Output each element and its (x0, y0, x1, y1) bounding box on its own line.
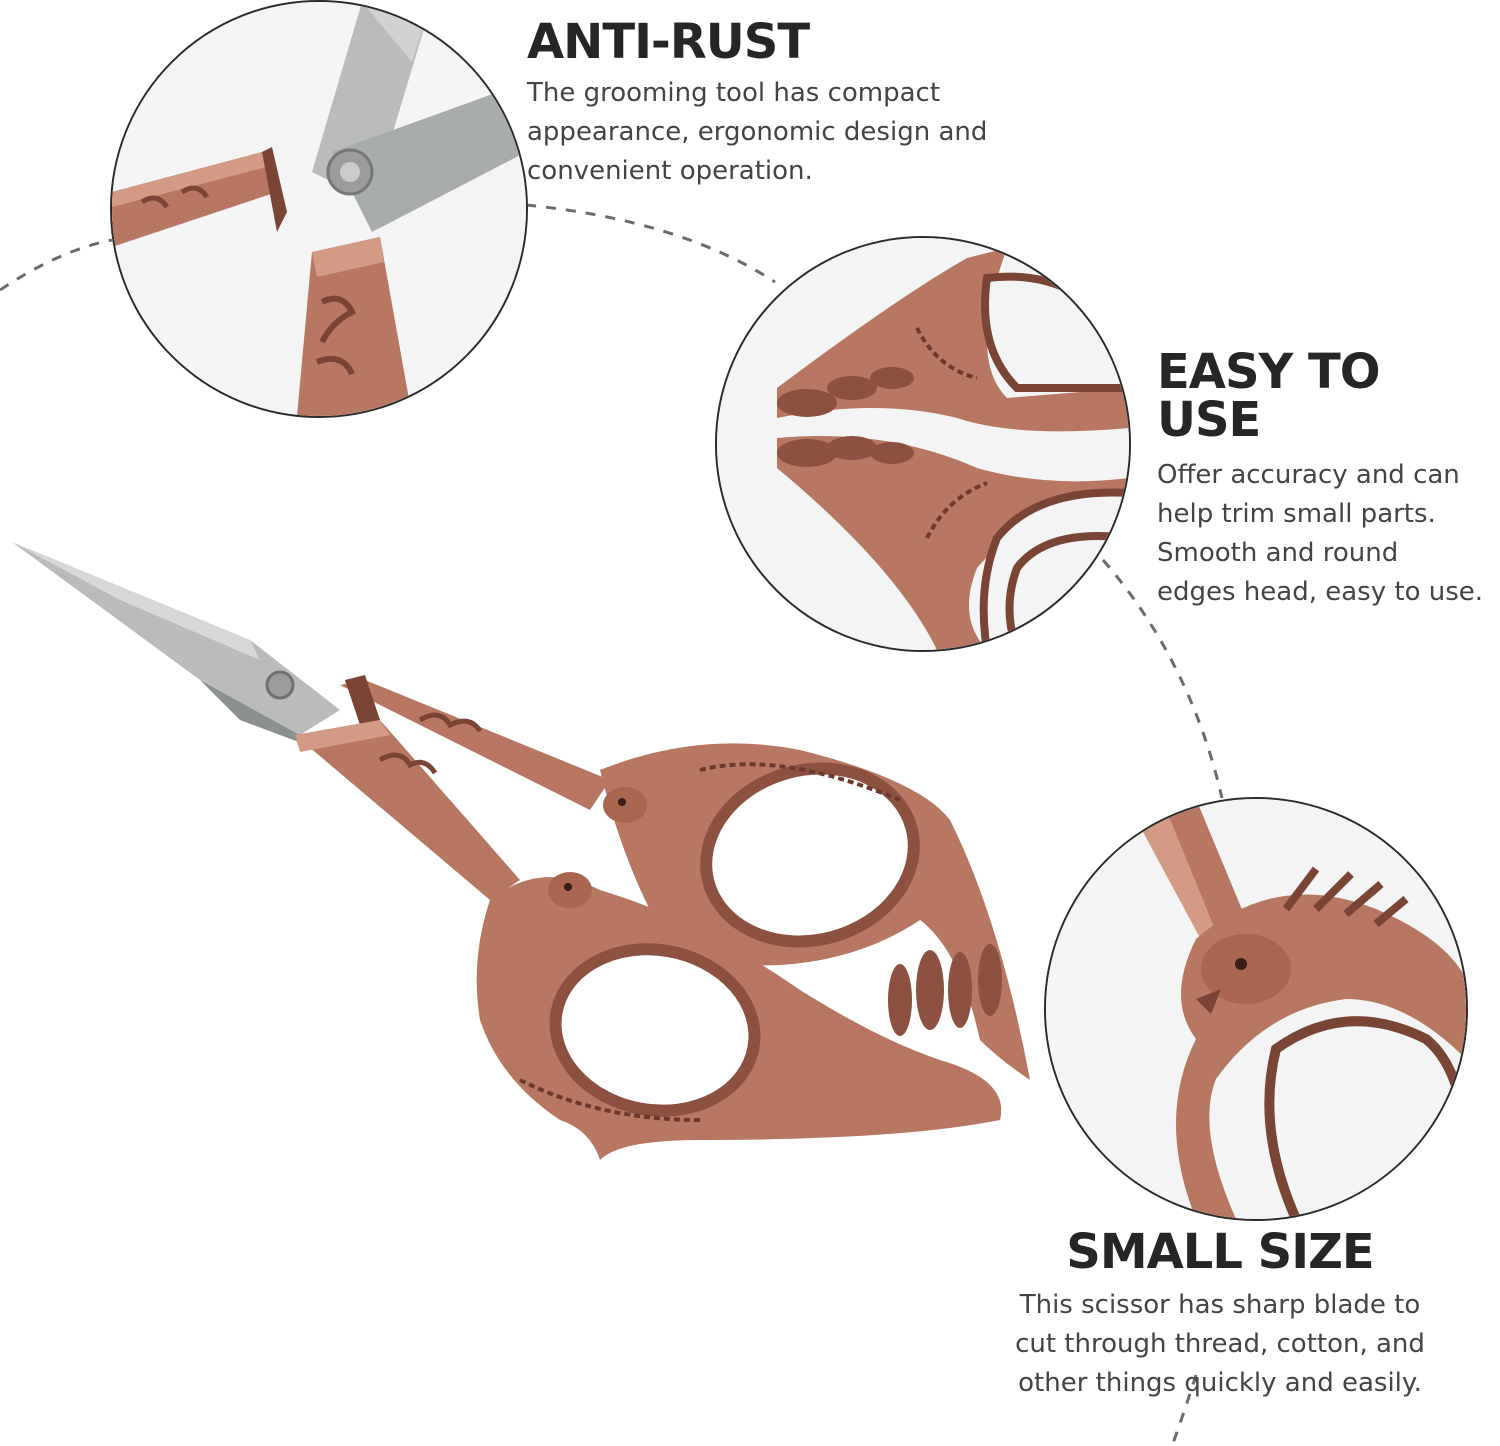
feature-line: The grooming tool has compact (527, 78, 941, 108)
feature-title: SMALL SIZE (1066, 1224, 1374, 1280)
feature-description: Offer accuracy and can help trim small p… (1157, 456, 1497, 612)
feature-line: edges head, easy to use. (1157, 577, 1484, 607)
feature-line: convenient operation. (527, 156, 813, 186)
feature-line: Offer accuracy and can (1157, 460, 1460, 490)
detail-circle-peacock-head (1044, 797, 1468, 1221)
detail-circle-peacock-tail (715, 236, 1131, 652)
feature-line: cut through thread, cotton, and (1015, 1329, 1425, 1359)
feature-line: other things quickly and easily. (1018, 1368, 1422, 1398)
detail-circle-pivot (110, 0, 528, 418)
feature-line: This scissor has sharp blade to (1019, 1290, 1421, 1320)
peacock-tail-detail-image (717, 238, 1129, 650)
feature-line: help trim small parts. (1157, 499, 1436, 529)
feature-line: Smooth and round (1157, 538, 1399, 568)
feature-title: ANTI-RUST (527, 14, 810, 70)
feature-description: This scissor has sharp blade to cut thro… (985, 1286, 1455, 1403)
feature-description: The grooming tool has compact appearance… (527, 74, 1047, 191)
feature-anti-rust: ANTI-RUST The grooming tool has compact … (527, 18, 1047, 191)
scissor-pivot-detail-image (112, 2, 526, 416)
feature-line: appearance, ergonomic design and (527, 117, 988, 147)
peacock-head-detail-image (1046, 799, 1466, 1219)
feature-small-size: SMALL SIZE This scissor has sharp blade … (985, 1228, 1455, 1403)
feature-title: EASY TO USE (1157, 344, 1381, 448)
product-scissors-image (12, 542, 1030, 1160)
feature-easy-to-use: EASY TO USE Offer accuracy and can help … (1157, 348, 1497, 612)
